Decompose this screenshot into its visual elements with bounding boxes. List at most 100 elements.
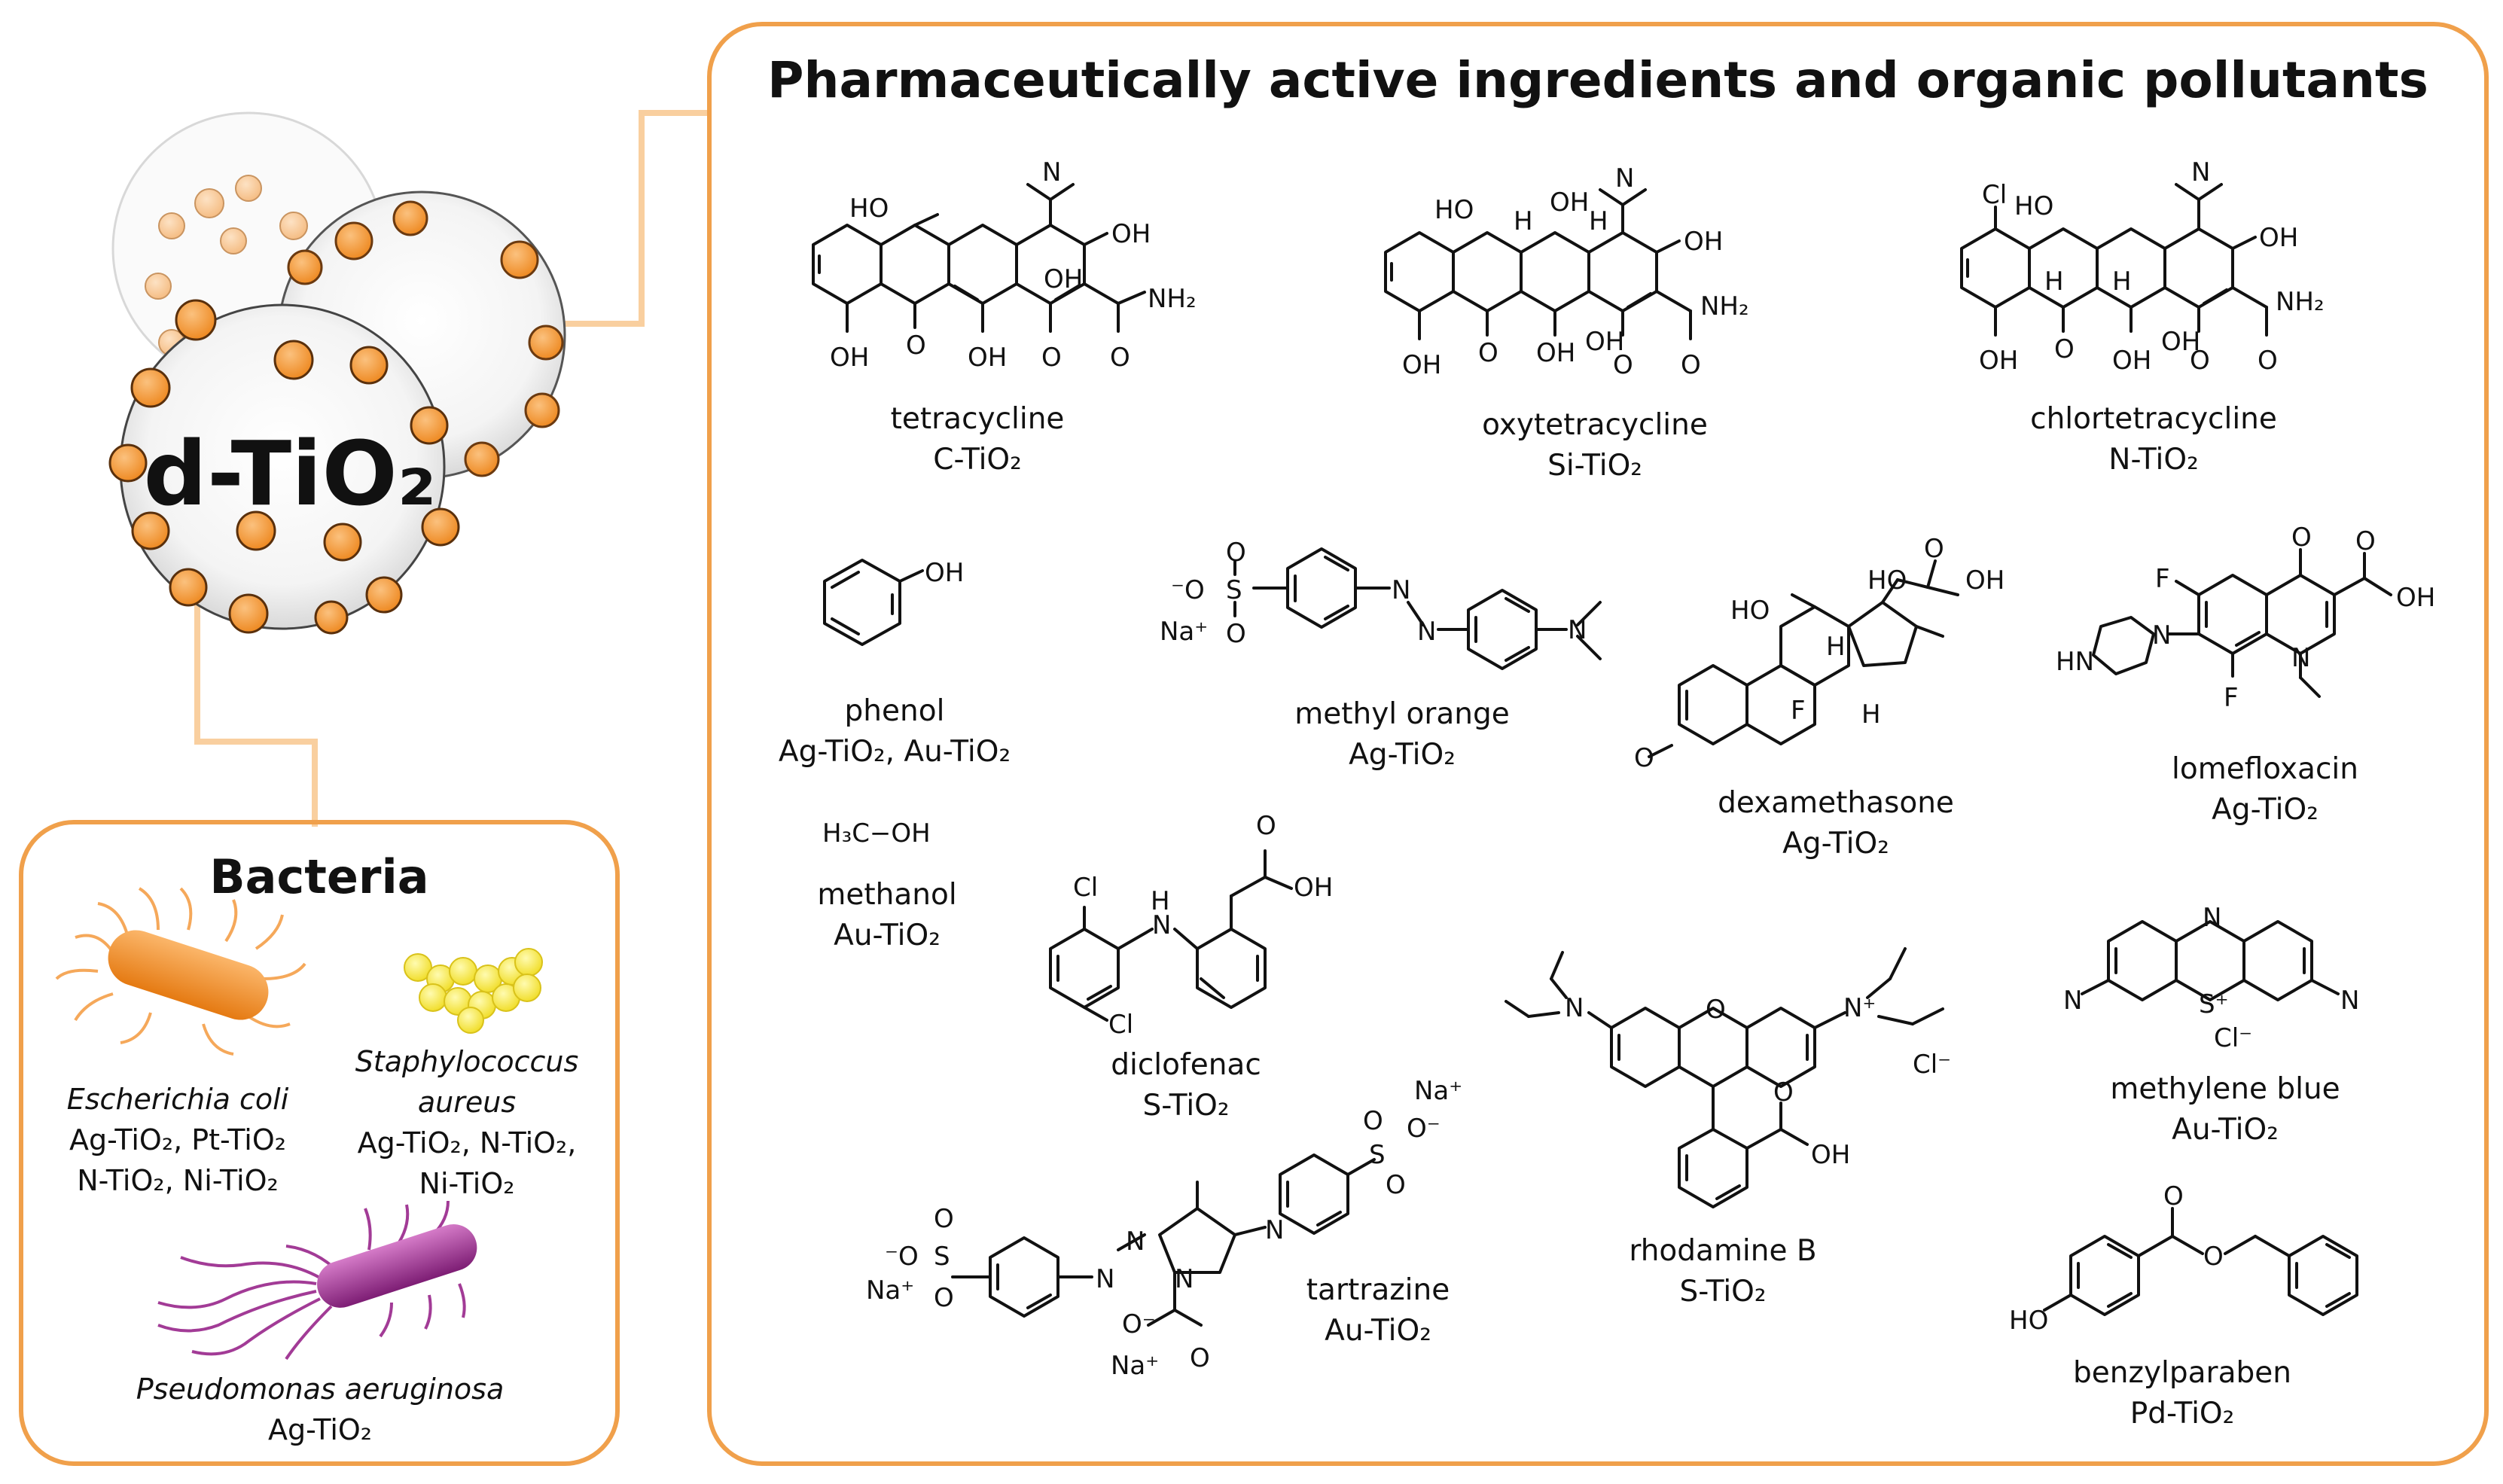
pollutants-panel-frame xyxy=(707,22,2489,1466)
atom-tc-4: OH xyxy=(1044,264,1083,294)
compound-caption: diclofenac S-TiO₂ xyxy=(1111,1045,1261,1126)
atom-dc-1: O xyxy=(1256,811,1276,841)
structure-diclofenac xyxy=(1049,849,1293,1022)
compound-catalyst: Au-TiO₂ xyxy=(2172,1113,2279,1147)
atom-dc-3: H xyxy=(1151,886,1170,916)
compound-name: lomefloxacin xyxy=(2172,752,2358,786)
ecoli-illustration xyxy=(55,887,306,1056)
compound-name: dexamethasone xyxy=(1718,786,1954,820)
atom-tc-7: O xyxy=(906,331,926,361)
atom-dx-4: OH xyxy=(1965,565,2005,596)
compound-name: chlortetracycline xyxy=(2030,402,2277,436)
compound-caption: lomefloxacin Ag-TiO₂ xyxy=(2172,749,2358,830)
atom-rb-1: O xyxy=(1706,995,1726,1025)
staph-illustration xyxy=(404,948,543,1034)
atom-tz-14: N xyxy=(1175,1264,1194,1294)
atom-mo-6: N xyxy=(1392,575,1410,605)
atom-rb-6: OH xyxy=(1811,1140,1850,1170)
bacteria-panel-frame xyxy=(19,820,620,1466)
atom-ctc-5: H xyxy=(2044,267,2064,297)
compound-catalyst: N-TiO₂ xyxy=(2108,443,2199,477)
atom-tz-11: O xyxy=(934,1204,954,1234)
pollutants-panel-title: Pharmaceutically active ingredients and … xyxy=(767,51,2428,109)
compound-name: methyl orange xyxy=(1294,697,1510,731)
compound-catalyst: S-TiO₂ xyxy=(1679,1275,1767,1309)
atom-lf-2: O xyxy=(2355,526,2376,556)
atom-tc-9: O xyxy=(1041,343,1062,373)
atom-ctc-3: N xyxy=(2191,157,2210,187)
compound-name: diclofenac xyxy=(1111,1048,1261,1082)
hub-label: d-TiO₂ xyxy=(143,422,437,526)
structure-phenol xyxy=(823,559,924,646)
atom-tc-8: OH xyxy=(968,343,1007,373)
atom-tc-1: HO xyxy=(849,193,889,224)
compound-caption: chlortetracycline N-TiO₂ xyxy=(2030,399,2277,480)
atom-tz-6: N xyxy=(1265,1215,1284,1245)
atom-ctc-2: HO xyxy=(2014,191,2053,221)
compound-catalyst: S-TiO₂ xyxy=(1142,1089,1230,1123)
atom-mo-8: N xyxy=(1568,615,1587,645)
front-sphere-particles xyxy=(108,299,460,635)
species-name-2: aureus xyxy=(417,1086,517,1119)
compound-name: tetracycline xyxy=(890,402,1065,436)
atom-ctc-6: H xyxy=(2112,267,2132,297)
catalyst-line: N-TiO₂, Ni-TiO₂ xyxy=(77,1164,279,1197)
compound-catalyst: Pd-TiO₂ xyxy=(2130,1397,2235,1431)
structure-chlortetracycline xyxy=(1960,183,2268,337)
atom-mo-7: N xyxy=(1417,617,1436,647)
chemical-structures: HO N OH OH NH₂ OH O OH O O xyxy=(812,157,2435,1381)
compound-catalyst: Ag-TiO₂ xyxy=(2212,793,2319,827)
atom-methanol: H₃C−OH xyxy=(822,818,931,849)
compound-catalyst: Au-TiO₂ xyxy=(1325,1314,1431,1348)
atom-lf-3: F xyxy=(2155,564,2170,594)
compound-caption: dexamethasone Ag-TiO₂ xyxy=(1718,783,1954,864)
atom-dc-2: Cl xyxy=(1073,873,1098,903)
atom-lf-1: O xyxy=(2291,523,2312,553)
atom-otc-8: OH xyxy=(1402,350,1441,380)
compound-name: phenol xyxy=(844,694,945,728)
atom-ctc-13: O xyxy=(2258,346,2278,376)
bacteria-panel-title: Bacteria xyxy=(209,849,429,904)
atom-rb-3: N⁺ xyxy=(1843,993,1876,1023)
atom-tz-3: O⁻ xyxy=(1407,1114,1441,1144)
atom-tz-2: O xyxy=(1363,1106,1383,1136)
atom-lf-5: N xyxy=(2152,620,2171,651)
atom-mb-1: N xyxy=(2203,903,2221,933)
structure-tartrazine xyxy=(951,1153,1376,1327)
atom-otc-2: H xyxy=(1514,206,1533,236)
species-name: Escherichia coli xyxy=(66,1083,289,1116)
atom-lf-4: OH xyxy=(2396,583,2435,613)
bacteria-caption-pseudomonas: Pseudomonas aeruginosa Ag-TiO₂ xyxy=(136,1369,505,1450)
atom-bp-1: O xyxy=(2163,1181,2184,1211)
structure-rhodamine-b xyxy=(1505,947,1944,1208)
atom-ctc-7: NH₂ xyxy=(2276,287,2325,317)
compound-catalyst: Au-TiO₂ xyxy=(834,919,941,952)
atom-bp-2: O xyxy=(2203,1242,2224,1272)
catalyst-line: Ag-TiO₂ xyxy=(267,1413,373,1446)
hub-illustration xyxy=(108,111,566,635)
atom-lf-7: N xyxy=(2291,643,2310,673)
atom-mb-4: N xyxy=(2340,986,2359,1016)
atom-lf-8: F xyxy=(2224,683,2239,713)
structure-tetracycline xyxy=(812,183,1146,333)
atom-lf-6: HN xyxy=(2056,647,2094,677)
atom-dx-6: H xyxy=(1861,699,1881,730)
atom-rb-4: Cl⁻ xyxy=(1913,1050,1951,1080)
atom-tc-5: NH₂ xyxy=(1148,284,1197,314)
atom-tc-10: O xyxy=(1110,343,1130,373)
compound-name: rhodamine B xyxy=(1629,1234,1817,1268)
atom-bp-3: HO xyxy=(2009,1306,2048,1336)
connector-to-bacteria xyxy=(194,602,318,827)
atom-tc-6: OH xyxy=(830,343,869,373)
atom-ctc-9: O xyxy=(2054,334,2075,364)
atom-phenol-oh: OH xyxy=(925,558,964,588)
atom-dx-3: O xyxy=(1924,534,1944,564)
atom-otc-6: OH xyxy=(1684,227,1723,257)
compound-catalyst: C-TiO₂ xyxy=(933,443,1022,477)
atom-rb-2: N xyxy=(1565,993,1584,1023)
middle-sphere-particles xyxy=(287,200,564,477)
atom-otc-5: N xyxy=(1615,163,1634,193)
compound-catalyst: Ag-TiO₂ xyxy=(1349,738,1456,772)
atom-dx-1: HO xyxy=(1730,596,1770,626)
structure-oxytetracycline xyxy=(1384,188,1692,340)
